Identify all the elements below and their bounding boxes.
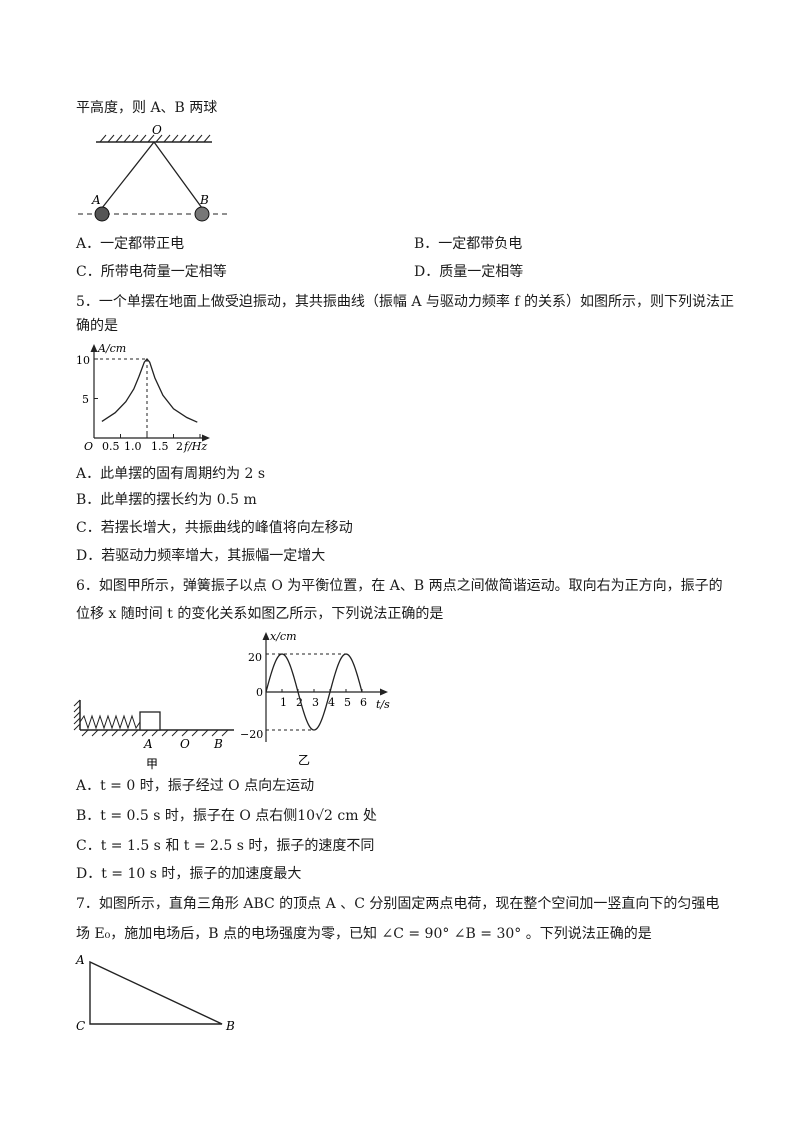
ball-a-label: A <box>91 193 101 207</box>
q4-option-a: A．一定都带正电 <box>76 236 185 252</box>
q5-option-c: C．若摆长增大，共振曲线的峰值将向左移动 <box>76 520 353 536</box>
q5-option-a: A．此单摆的固有周期约为 2 s <box>76 466 266 482</box>
vertex-a-label: A <box>75 953 85 967</box>
ceiling-hatching <box>99 134 211 143</box>
q4-option-b: B．一定都带负电 <box>414 236 523 252</box>
resonance-curve-chart: A/cm f/Hz O 10 5 0.5 1.0 1.5 2 <box>72 342 222 454</box>
point-o-label: O <box>180 737 190 751</box>
x-axis-arrow <box>202 434 210 442</box>
point-o-label: O <box>152 123 162 137</box>
floor-hatching <box>81 729 229 737</box>
string-a <box>101 141 155 209</box>
x-tick-label: 5 <box>344 696 351 709</box>
question-4-stem-fragment: 平高度，则 A、B 两球 <box>76 100 218 116</box>
question-6-stem-line-2: 位移 x 随时间 t 的变化关系如图乙所示，下列说法正确的是 <box>76 606 444 622</box>
q4-option-c: C．所带电荷量一定相等 <box>76 264 227 280</box>
q6-option-d: D．t = 10 s 时，振子的加速度最大 <box>76 866 302 882</box>
point-a-label: A <box>143 737 153 751</box>
x-axis-arrow <box>262 632 270 640</box>
string-b <box>153 141 203 209</box>
x-tick-label: 1 <box>280 696 287 709</box>
displacement-time-chart: x/cm t/s 20 0 −20 1 2 3 4 5 6 乙 <box>234 630 404 770</box>
ball-b-label: B <box>199 193 209 207</box>
vertex-b-label: B <box>225 1019 235 1033</box>
ball-b <box>194 206 210 222</box>
y-tick-label: 20 <box>248 651 262 664</box>
x-axis-label: f/Hz <box>183 440 207 453</box>
y-axis-arrow <box>90 344 98 352</box>
q4-option-d: D．质量一定相等 <box>414 264 524 280</box>
y-tick-label: 0 <box>256 686 263 699</box>
q5-option-d: D．若驱动力频率增大，其振幅一定增大 <box>76 548 326 564</box>
y-axis-label: A/cm <box>97 342 126 355</box>
question-7-stem-line-2: 场 E₀，施加电场后，B 点的电场强度为零，已知 ∠C = 90° ∠B = 3… <box>76 926 652 942</box>
x-tick-label: 1.5 <box>151 440 169 453</box>
question-6-stem-line-1: 6．如图甲所示，弹簧振子以点 O 为平衡位置，在 A、B 两点之间做简谐运动。取… <box>76 578 723 594</box>
q6-option-a: A．t = 0 时，振子经过 O 点向左运动 <box>76 778 315 794</box>
q6-option-c: C．t = 1.5 s 和 t = 2.5 s 时，振子的速度不同 <box>76 838 375 854</box>
t-axis-arrow <box>380 688 388 696</box>
x-tick-label: 4 <box>328 696 335 709</box>
x-tick-label: 2 <box>296 696 303 709</box>
figure-caption-yi: 乙 <box>298 753 310 767</box>
right-triangle-figure: A C B <box>72 950 252 1036</box>
q6-option-b: B．t = 0.5 s 时，振子在 O 点右侧10√2 cm 处 <box>76 808 377 824</box>
x-tick-label: 2 <box>176 440 183 453</box>
triangle-abc <box>89 960 223 1025</box>
figure-caption-jia: 甲 <box>146 757 158 771</box>
oscillator-block <box>139 711 161 731</box>
x-tick-label: 1.0 <box>124 440 142 453</box>
wall-hatching <box>73 699 81 731</box>
spring <box>79 714 141 730</box>
y-axis-label: x/cm <box>270 630 297 643</box>
ball-a <box>94 206 110 222</box>
resonance-curve-line <box>101 357 198 423</box>
y-tick-label: 10 <box>76 354 90 367</box>
x-tick-label: 0.5 <box>102 440 120 453</box>
y-tick-label: 5 <box>82 393 89 406</box>
two-ball-pendulum-figure: O A B <box>70 120 240 230</box>
question-7-stem-line-1: 7．如图所示，直角三角形 ABC 的顶点 A 、C 分别固定两点电荷，现在整个空… <box>76 896 720 912</box>
y-tick-label: −20 <box>240 728 263 741</box>
origin-label: O <box>84 440 93 453</box>
question-5-stem-line-2: 确的是 <box>76 318 118 334</box>
question-5-stem-line-1: 5．一个单摆在地面上做受迫振动，其共振曲线（振幅 A 与驱动力频率 f 的关系）… <box>76 294 734 310</box>
spring-oscillator-figure: A O B 甲 <box>72 694 242 772</box>
vertex-c-label: C <box>76 1019 85 1033</box>
point-b-label: B <box>213 737 223 751</box>
x-tick-label: 3 <box>312 696 319 709</box>
q5-option-b: B．此单摆的摆长约为 0.5 m <box>76 492 257 508</box>
x-tick-label: 6 <box>360 696 367 709</box>
x-axis-label: t/s <box>376 698 390 711</box>
